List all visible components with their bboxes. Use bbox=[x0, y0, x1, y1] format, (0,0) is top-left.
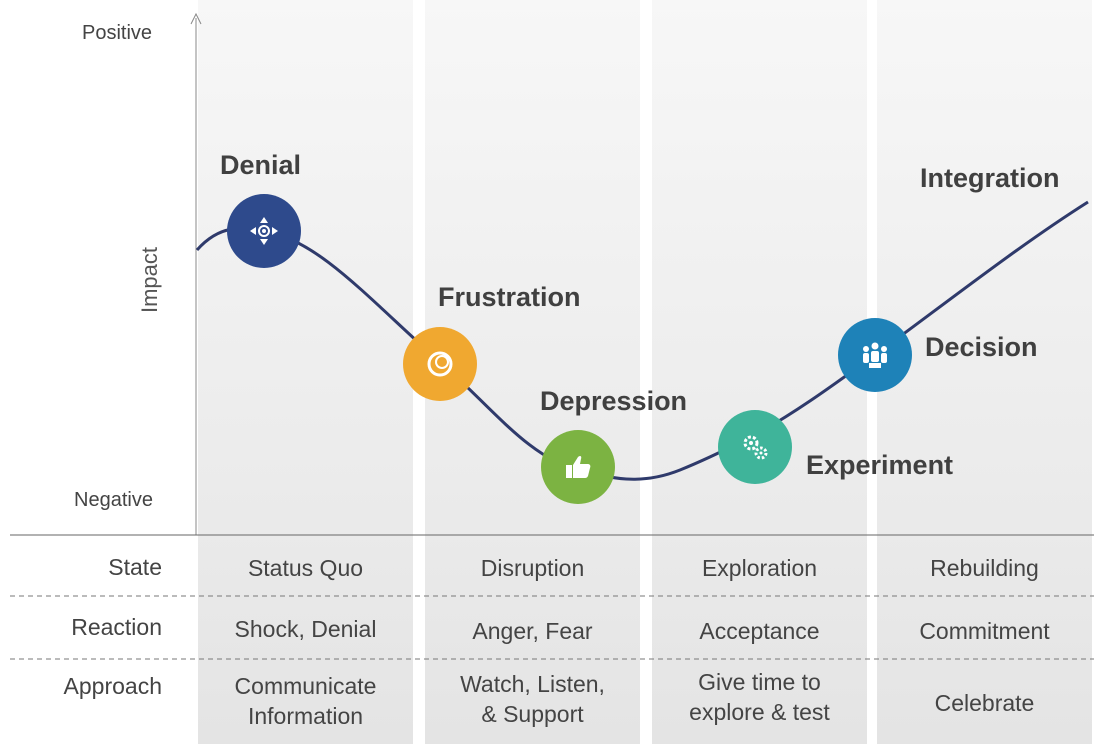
move-arrows-icon bbox=[250, 217, 278, 245]
column-bg-3 bbox=[652, 0, 867, 744]
approach-line: Watch, Listen, bbox=[460, 671, 605, 697]
denial-circle bbox=[227, 194, 301, 268]
approach-cell: Give time to explore & test bbox=[652, 667, 867, 727]
approach-cell: Communicate Information bbox=[198, 671, 413, 731]
frustration-label: Frustration bbox=[438, 282, 581, 312]
axis-positive-label: Positive bbox=[82, 22, 153, 44]
decision-circle bbox=[838, 318, 912, 392]
y-axis-arrow bbox=[190, 12, 202, 25]
approach-cell: Watch, Listen, & Support bbox=[425, 669, 640, 729]
experiment-label: Experiment bbox=[806, 450, 954, 480]
state-cell: Status Quo bbox=[247, 555, 364, 581]
column-bg-1 bbox=[198, 0, 413, 744]
approach-line: explore & test bbox=[689, 699, 830, 725]
chat-bubble-icon bbox=[427, 351, 453, 377]
approach-line: Celebrate bbox=[934, 690, 1035, 716]
depression-label: Depression bbox=[540, 386, 688, 416]
integration-label: Integration bbox=[920, 163, 1060, 193]
people-icon bbox=[863, 342, 887, 368]
state-cell: Rebuilding bbox=[930, 555, 1039, 581]
denial-label: Denial bbox=[220, 150, 302, 180]
frustration-circle bbox=[403, 327, 477, 401]
approach-line: Information bbox=[247, 703, 364, 729]
approach-cell: Celebrate bbox=[877, 688, 1092, 718]
approach-line: Give time to bbox=[698, 669, 821, 695]
gears-icon bbox=[743, 435, 768, 460]
state-cell: Disruption bbox=[480, 555, 585, 581]
experiment-circle bbox=[718, 410, 792, 484]
row-label-reaction: Reaction bbox=[71, 614, 162, 640]
column-bg-4 bbox=[877, 0, 1092, 744]
approach-line: & Support bbox=[481, 701, 584, 727]
approach-line: Communicate bbox=[234, 673, 377, 699]
reaction-cell: Commitment bbox=[919, 618, 1050, 644]
reaction-cell: Shock, Denial bbox=[234, 616, 377, 642]
state-cell: Exploration bbox=[701, 555, 818, 581]
decision-label: Decision bbox=[925, 332, 1038, 362]
depression-circle bbox=[541, 430, 615, 504]
reaction-cell: Acceptance bbox=[699, 618, 820, 644]
axis-negative-label: Negative bbox=[74, 489, 153, 511]
row-label-state: State bbox=[108, 554, 162, 580]
reaction-cell: Anger, Fear bbox=[472, 618, 593, 644]
row-label-approach: Approach bbox=[63, 673, 162, 699]
thumbs-up-icon bbox=[566, 455, 591, 478]
